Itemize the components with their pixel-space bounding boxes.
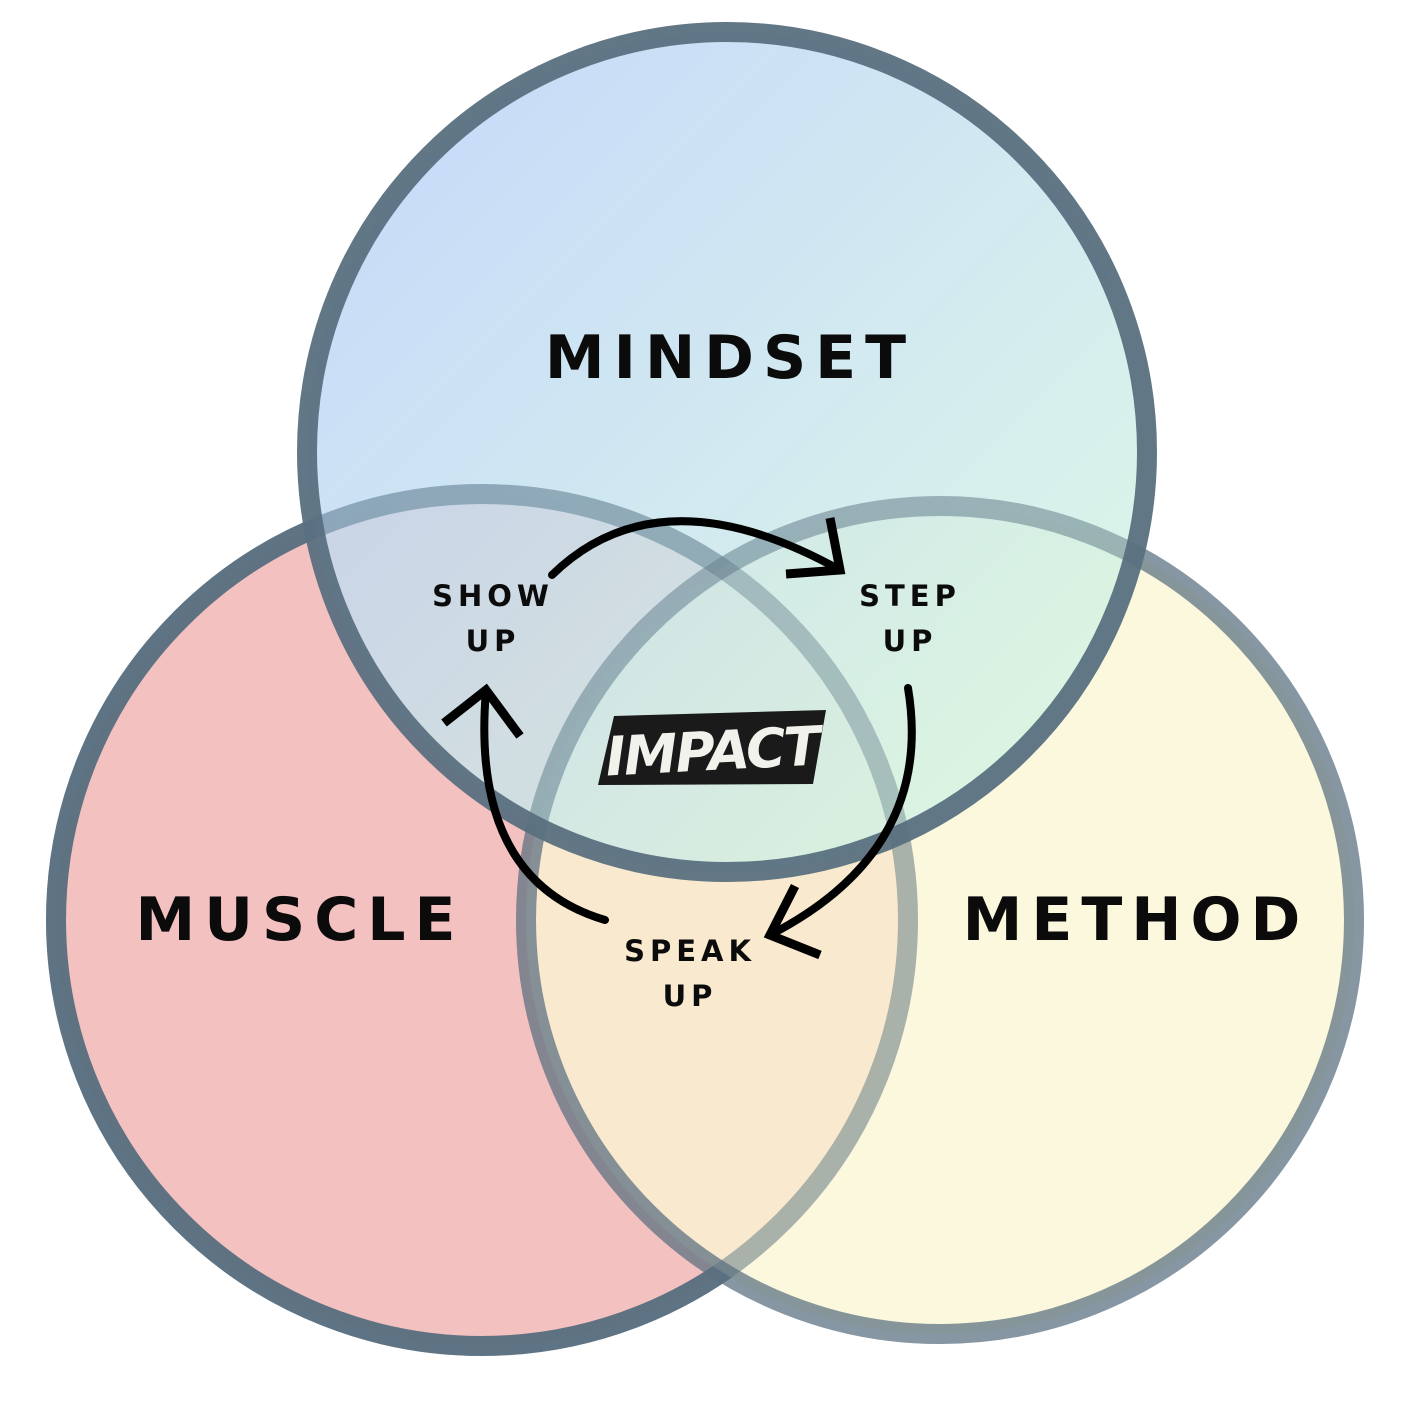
arrowhead-step	[785, 517, 846, 579]
step-up-label: STEP UP	[859, 579, 961, 658]
method-outline-overlay	[516, 496, 1364, 1344]
show-up-line-1: SHOW	[432, 579, 554, 613]
speak-up-label: SPEAK UP	[624, 934, 756, 1013]
impact-badge-background	[598, 710, 826, 785]
speak-up-line-1: SPEAK	[624, 934, 756, 968]
impact-badge: IMPACT	[598, 710, 826, 789]
show-up-line-2: UP	[466, 624, 521, 658]
impact-label: IMPACT	[604, 714, 826, 788]
muscle-label: MUSCLE	[136, 885, 465, 955]
method-label: METHOD	[963, 885, 1310, 955]
cycle-arrows	[441, 517, 916, 960]
speak-up-line-2: UP	[663, 979, 718, 1013]
step-up-line-1: STEP	[859, 579, 961, 613]
arrow-speak-to-show	[480, 686, 609, 924]
arrowhead-speak	[763, 883, 822, 960]
arrow-show-to-step	[548, 517, 844, 579]
muscle-outline-overlay	[46, 484, 918, 1356]
mindset-circle	[297, 22, 1157, 882]
arrowhead-show	[441, 683, 524, 739]
mindset-label: MINDSET	[545, 323, 915, 393]
arrow-step-to-speak	[766, 684, 916, 939]
show-up-label: SHOW UP	[432, 579, 554, 658]
step-up-line-2: UP	[883, 624, 938, 658]
